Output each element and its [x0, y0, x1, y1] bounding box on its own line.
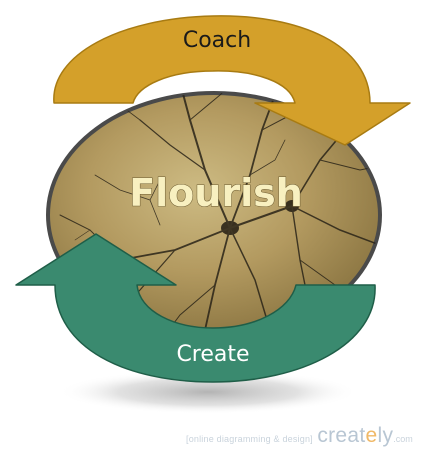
create-arrow	[15, 233, 376, 383]
watermark-brand: creately	[317, 424, 394, 447]
creately-watermark: [online diagramming & design] creately.c…	[186, 424, 413, 448]
diagram-shadow	[58, 370, 358, 414]
center-label: Flourish	[129, 171, 303, 215]
coach-label: Coach	[183, 28, 251, 53]
watermark-tld: .com	[393, 434, 413, 444]
coach-arrow	[53, 15, 411, 146]
create-label: Create	[176, 342, 249, 367]
watermark-tagline: [online diagramming & design]	[186, 434, 313, 444]
